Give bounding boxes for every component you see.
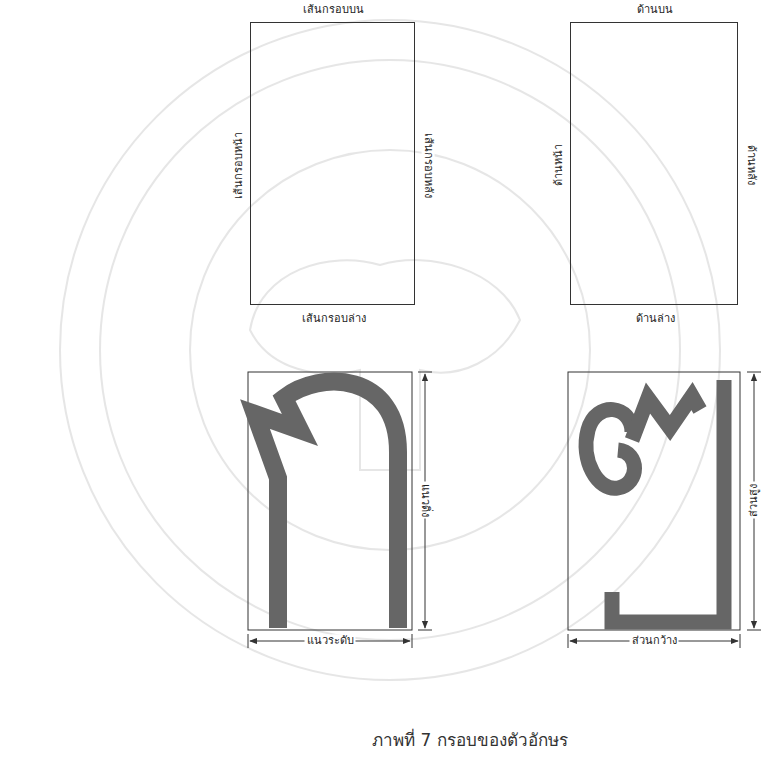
- figure-caption: ภาพที่ 7 กรอบของตัวอักษร: [370, 730, 570, 750]
- side-box: ด้านบนด้านหน้าด้านหลังด้านล่าง: [570, 22, 738, 305]
- bottom-side-label: ด้านล่าง: [634, 312, 677, 325]
- dimension-label: ส่วนสูง: [747, 482, 760, 519]
- top-side-label: ด้านบน: [635, 4, 675, 17]
- top-side-label: เส้นกรอบบน: [301, 4, 366, 17]
- dimension-label: แนวระดับ: [305, 634, 356, 647]
- frame-box: เส้นกรอบบนเส้นกรอบหน้าเส้นกรอบหลังเส้นกร…: [250, 22, 415, 305]
- front-side-label: เส้นกรอบหน้า: [233, 129, 246, 200]
- letter-glyph: [586, 380, 724, 622]
- letter-frame: [568, 372, 740, 630]
- watermark-seal: [60, 20, 720, 680]
- letter-glyph: [255, 382, 398, 628]
- dimension-label: ส่วนกว้าง: [630, 634, 679, 647]
- dimension-label: แนวดิ่ง: [418, 482, 431, 519]
- back-side-label: ด้านหลัง: [744, 143, 757, 187]
- letter-frame: [248, 372, 412, 630]
- front-side-label: ด้านหน้า: [553, 142, 566, 188]
- bottom-side-label: เส้นกรอบล่าง: [300, 312, 368, 325]
- back-side-label: เส้นกรอบหลัง: [421, 130, 434, 199]
